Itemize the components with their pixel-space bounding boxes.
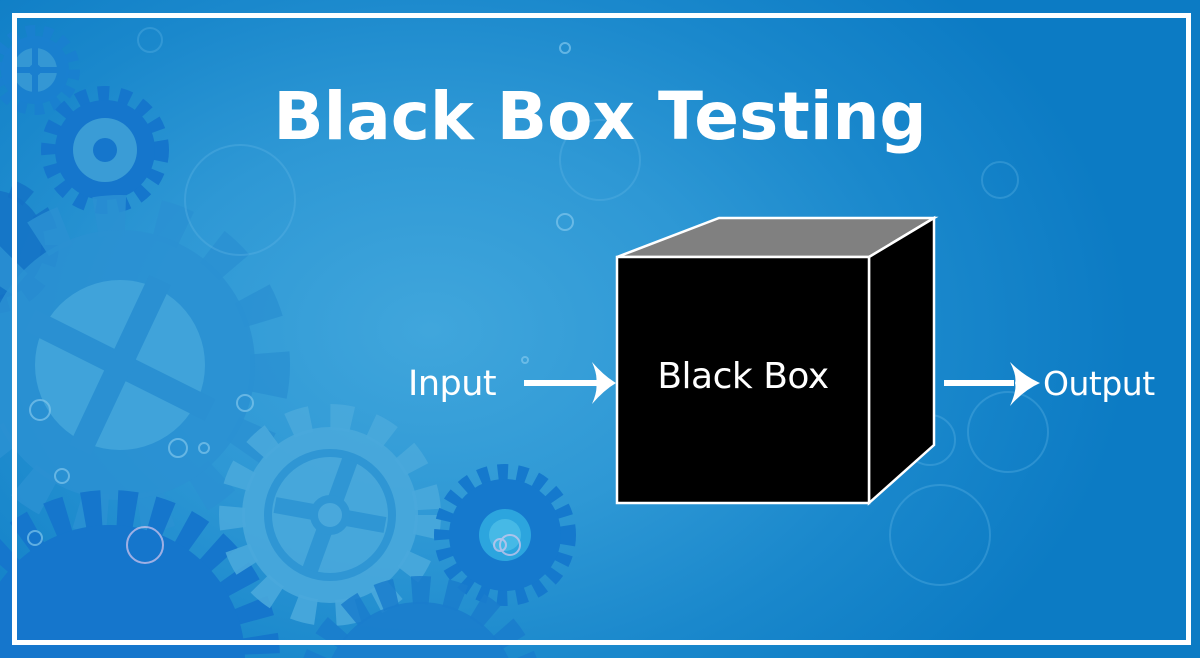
input-label: Input: [408, 364, 497, 404]
input-arrow-icon: [524, 362, 616, 404]
border-frame: [12, 13, 1191, 645]
black-box-label: Black Box: [657, 356, 829, 397]
gear-icon: [0, 195, 290, 535]
cube-icon: [615, 215, 939, 506]
gear-icon: [219, 404, 441, 626]
gear-icon: [434, 464, 576, 606]
gear-icon: [0, 490, 280, 658]
output-label: Output: [1043, 364, 1155, 403]
output-arrow-icon: [944, 362, 1040, 406]
bokeh-circles: [27, 42, 574, 564]
gear-icon: [0, 25, 80, 115]
page-title: Black Box Testing: [273, 78, 927, 155]
